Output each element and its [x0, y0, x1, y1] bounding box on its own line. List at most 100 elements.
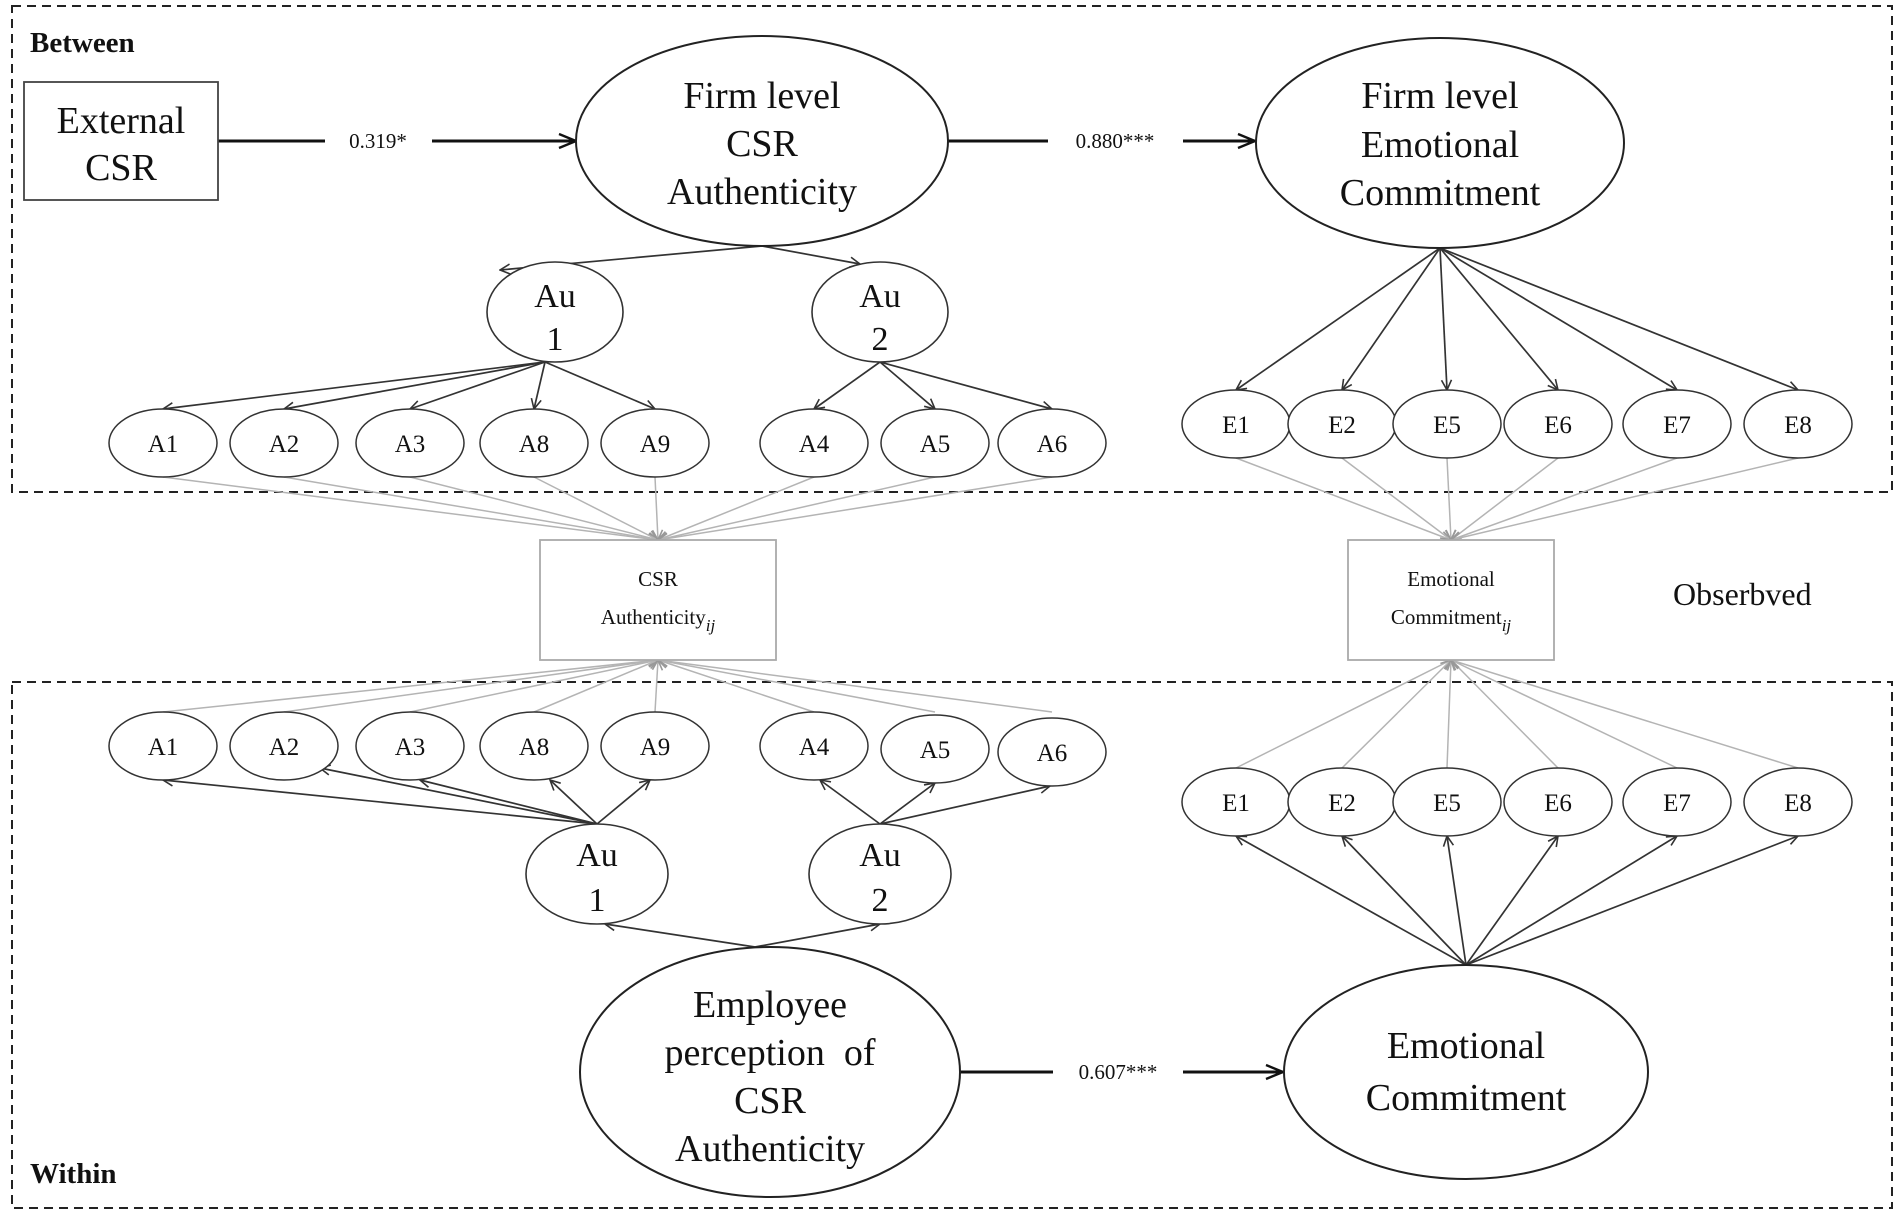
between-a-item-a3: A3 — [355, 408, 465, 478]
within-e-item-e7: E7 — [1622, 767, 1732, 837]
obs-w-a-2 — [409, 660, 658, 713]
obs-w-e-4 — [1451, 660, 1678, 769]
firm-ec-line-3: Commitment — [1340, 172, 1541, 214]
svg-text:A5: A5 — [920, 431, 951, 458]
within-e-item-e2: E2 — [1287, 767, 1397, 837]
observed-indicator-arrows — [162, 457, 1799, 769]
svg-text:A8: A8 — [519, 431, 550, 458]
svg-text:E2: E2 — [1328, 790, 1356, 817]
within-e-item-e1: E1 — [1181, 767, 1291, 837]
svg-text:E5: E5 — [1433, 790, 1461, 817]
within-e-item-e6: E6 — [1503, 767, 1613, 837]
within-e-item-e8: E8 — [1743, 767, 1853, 837]
firm-emotional-commitment-latent — [1255, 37, 1625, 249]
obs-b-a-4 — [655, 476, 658, 540]
observed-ec-line-1: Emotional — [1407, 567, 1495, 591]
within-a-item-a5: A5 — [880, 714, 990, 784]
within-a-item-a4: A4 — [759, 711, 869, 781]
observed-label: Obserbved — [1673, 576, 1812, 612]
external-csr-box — [23, 81, 219, 201]
svg-text:E1: E1 — [1222, 790, 1250, 817]
loading-w-ec-e5 — [1465, 836, 1798, 966]
loading-b-au2-a4 — [814, 361, 881, 409]
coefficient-csr-ec-within: 0.607*** — [1079, 1060, 1158, 1084]
obs-b-e-3 — [1451, 457, 1559, 540]
between-au2-line-1: Au — [859, 278, 901, 315]
coefficient-csr-ec-between: 0.880*** — [1076, 129, 1155, 153]
between-au1-line-2: 1 — [547, 321, 564, 358]
firm-ec-line-2: Emotional — [1361, 124, 1519, 166]
obs-w-e-2 — [1447, 660, 1451, 769]
svg-text:A3: A3 — [395, 734, 426, 761]
firm-csr-authenticity-latent — [575, 35, 949, 247]
obs-w-a-7 — [658, 660, 1053, 713]
loading-b-au1-a8 — [534, 361, 546, 409]
svg-text:A9: A9 — [640, 734, 671, 761]
loading-w-ec-e2 — [1447, 836, 1467, 966]
between-au2-line-2: 2 — [872, 321, 889, 358]
within-au1-line-1: Au — [576, 837, 618, 874]
between-e-item-e5: E5 — [1392, 389, 1502, 459]
coefficient-external-csr: 0.319* — [349, 129, 407, 153]
loading-w-au1-a2 — [320, 768, 598, 825]
loading-b-au1-a9 — [544, 361, 655, 409]
loading-w-ec-e1 — [1342, 836, 1467, 966]
obs-w-a-1 — [283, 660, 658, 713]
employee-csr-line-3: CSR — [734, 1080, 806, 1122]
loading-b-au2-a6 — [879, 361, 1052, 409]
svg-text:A2: A2 — [269, 734, 300, 761]
obs-w-a-0 — [162, 660, 658, 713]
observed-ec-line-2: Commitmentij — [1391, 605, 1512, 635]
svg-text:E2: E2 — [1328, 412, 1356, 439]
loading-w-au2-a5 — [879, 783, 935, 825]
between-a-item-a9: A9 — [600, 408, 710, 478]
loading-b-ec-e8 — [1439, 247, 1798, 390]
svg-text:E7: E7 — [1663, 412, 1691, 439]
loading-firm-csr-au2 — [761, 245, 860, 264]
obs-w-e-1 — [1341, 660, 1451, 769]
employee-csr-line-4: Authenticity — [675, 1128, 865, 1170]
between-a-item-a8: A8 — [479, 408, 589, 478]
between-section-label: Between — [30, 27, 135, 59]
between-e-item-e8: E8 — [1743, 389, 1853, 459]
svg-text:A6: A6 — [1037, 740, 1068, 767]
loading-w-au2-a4 — [820, 780, 881, 825]
between-e-item-e7: E7 — [1622, 389, 1732, 459]
within-a-item-a9: A9 — [600, 711, 710, 781]
between-a-item-a5: A5 — [880, 408, 990, 478]
obs-b-e-1 — [1341, 457, 1451, 540]
employee-csr-line-1: Employee — [693, 984, 847, 1026]
within-a-item-a8: A8 — [479, 711, 589, 781]
obs-b-a-1 — [283, 476, 658, 540]
loading-b-ec-e7 — [1439, 247, 1677, 390]
obs-b-e-4 — [1451, 457, 1678, 540]
loading-w-ec-e4 — [1465, 836, 1677, 966]
between-e-item-e1: E1 — [1181, 389, 1291, 459]
obs-w-e-0 — [1235, 660, 1451, 769]
loading-w-emp-au1 — [605, 924, 756, 948]
within-ec-line-2: Commitment — [1366, 1077, 1567, 1119]
obs-b-a-3 — [533, 476, 658, 540]
obs-b-a-6 — [658, 476, 936, 540]
within-au1-line-2: 1 — [589, 882, 606, 919]
loading-b-ec-e6 — [1439, 247, 1558, 390]
svg-text:E6: E6 — [1544, 412, 1572, 439]
obs-w-a-4 — [655, 660, 658, 713]
observed-emotional-commitment-box — [1347, 539, 1555, 661]
svg-text:A2: A2 — [269, 431, 300, 458]
firm-ec-line-1: Firm level — [1361, 75, 1518, 117]
within-a-item-a2: A2 — [229, 711, 339, 781]
firm-csr-line-3: Authenticity — [667, 171, 857, 213]
obs-w-e-3 — [1451, 660, 1559, 769]
svg-text:E8: E8 — [1784, 412, 1812, 439]
loading-w-au2-a6 — [879, 786, 1050, 825]
loading-b-au1-a3 — [410, 361, 546, 409]
between-au1-latent — [486, 261, 624, 363]
loading-b-ec-e5 — [1439, 247, 1447, 390]
between-a-item-a4: A4 — [759, 408, 869, 478]
within-section-frame — [11, 681, 1893, 1209]
obs-b-e-2 — [1447, 457, 1451, 540]
svg-text:A1: A1 — [148, 734, 179, 761]
loading-b-au1-a2 — [284, 361, 546, 409]
obs-b-a-0 — [162, 476, 658, 540]
